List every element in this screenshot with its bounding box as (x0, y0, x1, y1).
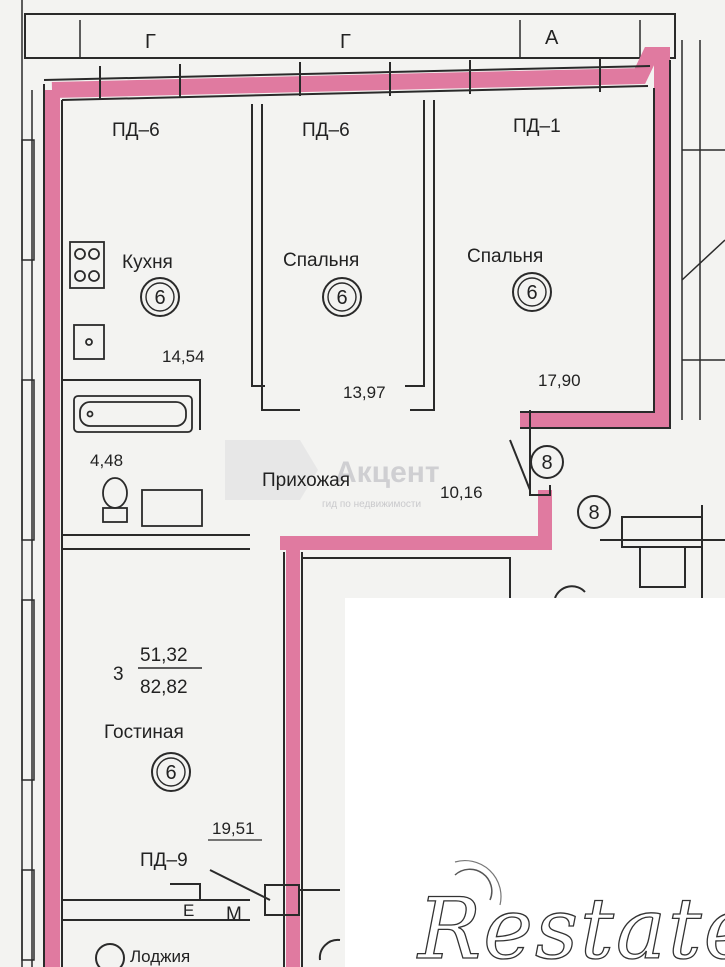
axis-label-g2: Г (340, 31, 351, 53)
akcent-watermark: Акцент гид по недвижимости (225, 440, 440, 510)
bedroom2-mark-inner (517, 277, 547, 307)
panel-label-kitchen: ПД–6 (112, 120, 160, 141)
living-area: 19,51 (212, 819, 255, 838)
loggia-label: Лоджия (130, 947, 190, 966)
bathtub-icon (73, 395, 193, 433)
mark-8-b: 8 (588, 502, 599, 524)
bathroom-area: 4,48 (90, 451, 123, 470)
apartment-boundary (44, 47, 670, 967)
rooms-count: 3 (113, 664, 124, 685)
hallway-label: Прихожая (262, 470, 350, 491)
bedroom2-area: 17,90 (538, 371, 581, 390)
akcent-logo-icon (225, 440, 318, 500)
panel-label-living: ПД–9 (140, 850, 188, 871)
sink-icon (73, 324, 105, 360)
bedroom2-mark: 6 (526, 282, 537, 304)
living-mark: 6 (165, 762, 176, 784)
bedroom1-label: Спальня (283, 250, 359, 271)
top-axis-band: Г Г А (24, 13, 676, 59)
akcent-watermark-name: Акцент (335, 456, 440, 489)
kitchen-mark-inner (145, 282, 175, 312)
right-neighbour-strips (681, 40, 725, 420)
bedroom1-mark-circle (322, 277, 362, 317)
living-label: Гостиная (104, 722, 184, 743)
kitchen-mark-circle (140, 277, 180, 317)
letter-e: Е (183, 901, 194, 920)
hallway-area: 10,16 (440, 483, 483, 502)
bedroom1-mark: 6 (336, 287, 347, 309)
bedroom1-mark-inner (327, 282, 357, 312)
kitchen-area: 14,54 (162, 347, 205, 366)
axis-label-a: А (545, 27, 559, 49)
restate-watermark: Restate (415, 859, 725, 967)
washbasin-icon (141, 489, 203, 527)
toilet-icon (102, 477, 128, 523)
mark-8-circle-b (577, 495, 611, 529)
living-mark-inner (156, 757, 186, 787)
left-neighbour-strips (21, 0, 35, 967)
mark-8-circle-a (530, 445, 564, 479)
kitchen-mark: 6 (154, 287, 165, 309)
bedroom1-area: 13,97 (343, 383, 386, 402)
axis-label-g1: Г (145, 31, 156, 53)
living-area-total: 51,32 (140, 645, 188, 666)
panel-label-bedroom2: ПД–1 (513, 116, 561, 137)
restate-signal-icon (454, 868, 493, 901)
restate-signal-outer (454, 859, 502, 906)
service-block (554, 505, 725, 600)
stove-icon (69, 241, 105, 289)
kitchen-label: Кухня (122, 252, 173, 273)
wall-lines (43, 58, 671, 967)
restate-brand: Restate (416, 880, 725, 967)
living-mark-circle (151, 752, 191, 792)
total-area: 82,82 (140, 677, 188, 698)
panel-label-bedroom1: ПД–6 (302, 120, 350, 141)
mark-8-a: 8 (541, 452, 552, 474)
bedroom2-label: Спальня (467, 246, 543, 267)
bedroom2-mark-circle (512, 272, 552, 312)
akcent-watermark-tagline: гид по недвижимости (322, 499, 421, 510)
loggia-mark-circle (95, 943, 125, 967)
letter-m: М (226, 904, 242, 925)
white-overlay-block (345, 598, 725, 967)
